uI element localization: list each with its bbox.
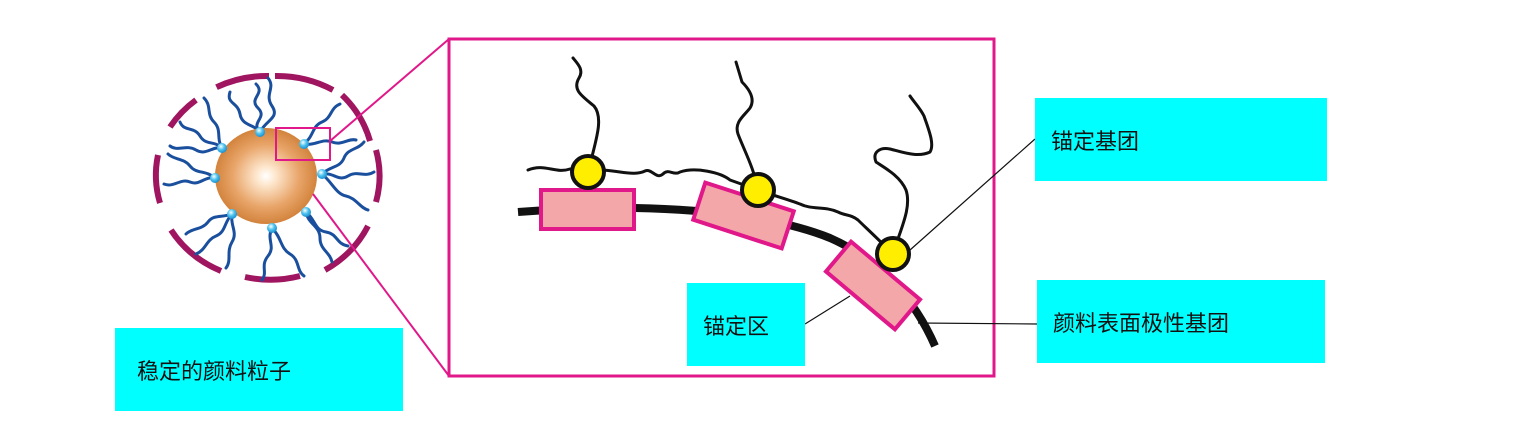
pigment-core	[215, 128, 317, 224]
steric-shell	[152, 72, 383, 283]
anchor-circle-3	[875, 236, 911, 272]
polymer-chains	[162, 76, 376, 282]
anchor-beads	[210, 127, 327, 233]
anchor-circle-1	[570, 154, 606, 190]
leader-polar-group	[917, 322, 1038, 325]
tail-chains	[571, 56, 934, 256]
polar-group-icon	[539, 180, 923, 333]
anchor-circle-2	[740, 172, 776, 208]
leader-lines	[804, 138, 1038, 325]
zoom-selection-box	[275, 127, 331, 161]
polar-group-label: 颜料表面极性基团	[1037, 280, 1325, 363]
leader-anchor-group	[909, 138, 1036, 251]
polar-group-label-text: 颜料表面极性基团	[1053, 311, 1230, 337]
polar-rect-1	[539, 188, 636, 231]
anchor-group-label: 锚定基团	[1035, 98, 1327, 181]
pigment-particle-icon	[152, 72, 383, 283]
polar-rect-3	[823, 238, 923, 333]
stable-particle-label: 稳定的颜料粒子	[115, 328, 403, 411]
zoom-connector-top	[329, 38, 450, 142]
anchor-group-label-text: 锚定基团	[1051, 129, 1140, 155]
stable-particle-label-text: 稳定的颜料粒子	[137, 359, 292, 385]
backbone-chain	[526, 166, 895, 256]
leader-anchor-zone	[804, 295, 851, 325]
anchor-zone-label-text: 锚定区	[703, 314, 770, 340]
zoom-connector-bottom	[312, 193, 450, 377]
anchor-zone-label: 锚定区	[687, 283, 805, 366]
anchor-group-icon	[570, 154, 911, 272]
